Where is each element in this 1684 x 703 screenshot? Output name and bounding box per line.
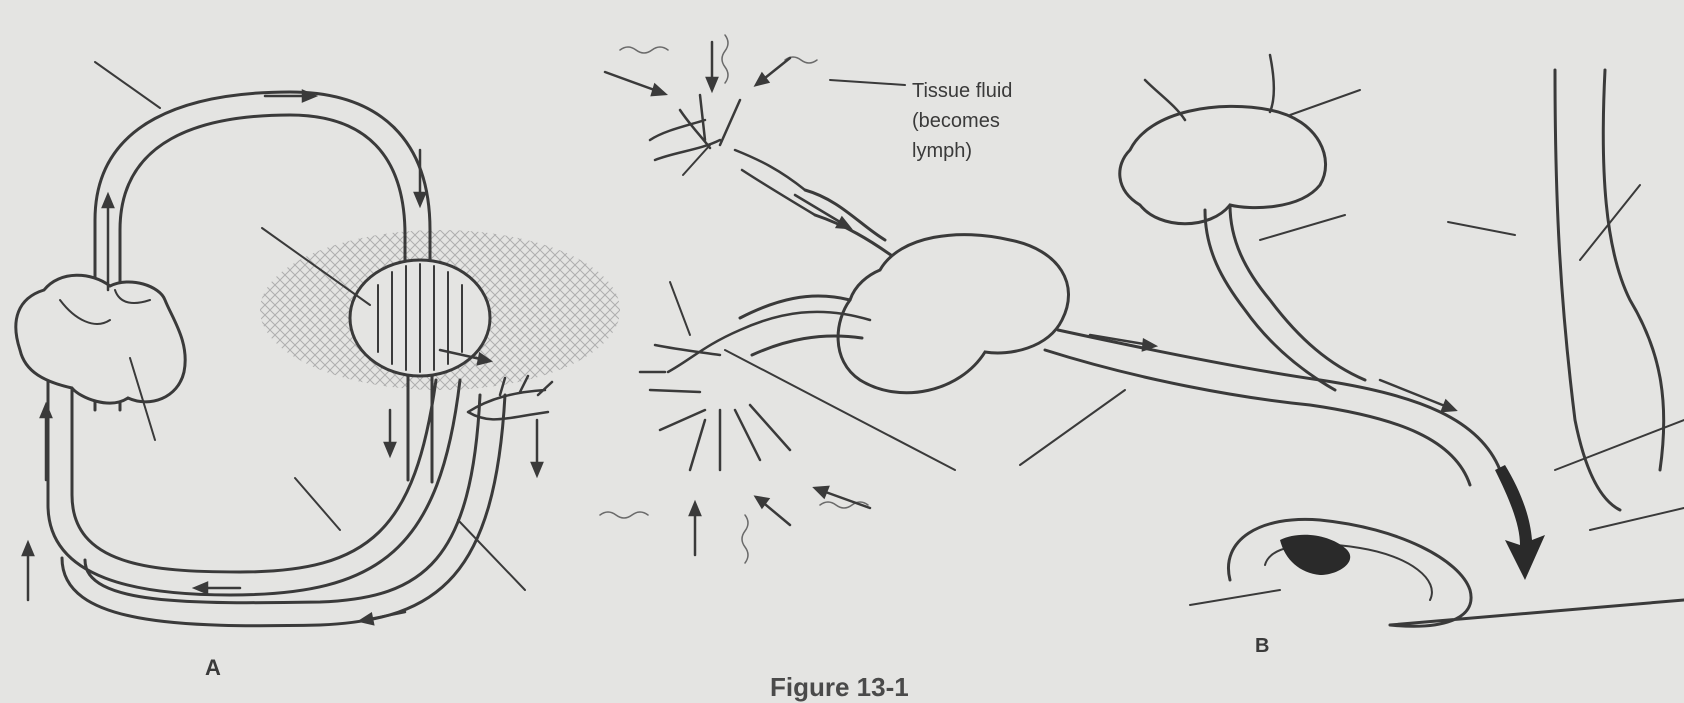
black-fill-region: [1280, 535, 1350, 575]
jugular-vein: [1555, 70, 1664, 510]
heart: [16, 275, 185, 403]
lymph-node-central: [838, 235, 1068, 393]
tissue-fluid-label-line-3: lymph): [912, 136, 1112, 166]
panel-a-circulation: [16, 62, 620, 626]
figure-caption: Figure 13-1: [770, 672, 909, 703]
tissue-fluid-label-line-2: (becomes: [912, 106, 1112, 136]
upper-lymph-capillary: [650, 95, 815, 215]
tissue-fluid-label-line-1: Tissue fluid: [912, 76, 1112, 106]
panel-b-lymphatics: [600, 35, 1684, 626]
panel-a-label: A: [205, 655, 221, 681]
tissue-fluid-label: Tissue fluid (becomes lymph): [912, 76, 1112, 166]
upper-lymph-vessel: [805, 190, 895, 258]
thoracic-duct-arrow: [1495, 465, 1545, 580]
lymph-node-upper: [1120, 106, 1326, 223]
panel-b-label: B: [1255, 635, 1269, 658]
